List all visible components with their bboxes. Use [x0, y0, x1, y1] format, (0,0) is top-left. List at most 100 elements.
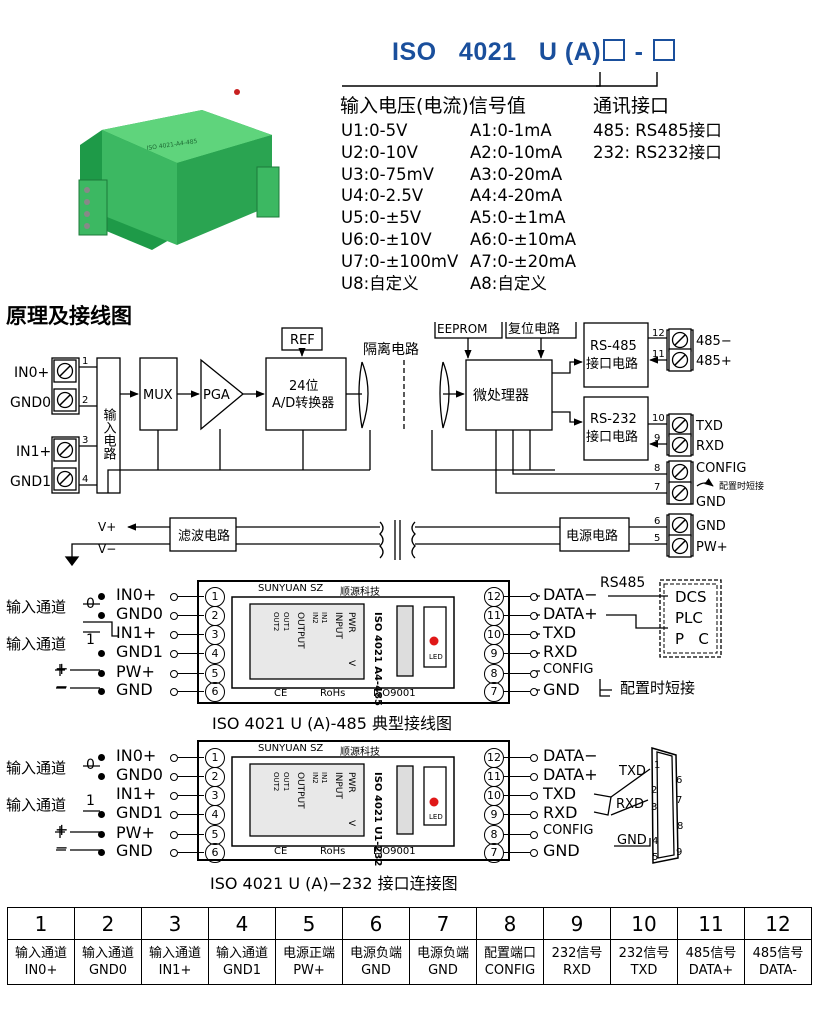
db9-pin-number: 9 — [676, 847, 683, 858]
pin-function: 输入通道 — [81, 946, 134, 961]
wire-dot — [98, 849, 105, 856]
bd-power: 电源电路 — [566, 528, 618, 544]
left-pin-number: 3 — [205, 625, 225, 645]
bd-isolation: 隔离电路 — [363, 341, 419, 358]
left-pin-label: GND — [116, 680, 153, 699]
wire-terminal-dot — [170, 593, 178, 601]
model-prefix: ISO — [392, 38, 437, 66]
module-model-232: ISO 4021 U1-232 — [372, 772, 383, 867]
wire-terminal-dot — [530, 792, 538, 800]
model-dash: - — [634, 38, 644, 66]
right-pin-number: 11 — [484, 606, 504, 626]
db9-pin-number: 8 — [677, 821, 684, 832]
wire-dot — [98, 811, 105, 818]
wire-line — [504, 615, 530, 617]
cert-rohs: RoHs — [320, 688, 346, 699]
wire-line — [178, 852, 204, 854]
module-brand: SUNYUAN SZ — [258, 743, 324, 754]
wire-terminal-dot — [170, 688, 178, 696]
bd-pga: PGA — [203, 388, 230, 403]
left-pin-label: IN0+ — [116, 585, 157, 604]
bd-rs485-2: 接口电路 — [586, 356, 638, 372]
bd-rs485-1: RS-485 — [590, 339, 637, 354]
wire-dot — [98, 612, 105, 619]
bd-rs232-1: RS-232 — [590, 412, 637, 427]
voltage-item: U8:自定义 — [341, 273, 419, 293]
left-pin-label: GND0 — [116, 765, 163, 784]
wire-line — [504, 795, 530, 797]
product-photo: ISO 4021-A4-485 — [78, 89, 280, 250]
wire-line — [178, 795, 204, 797]
module-pwr-label: PWR — [346, 772, 356, 793]
wire-terminal-dot — [170, 849, 178, 857]
left-pin-number: 1 — [205, 748, 225, 768]
wire-line — [504, 834, 530, 836]
current-item: A2:0-10mA — [470, 142, 563, 162]
module-output-label: OUTPUT — [295, 612, 305, 649]
wire-terminal-dot — [170, 811, 178, 819]
voltage-item: U7:0-±100mV — [341, 251, 459, 271]
left-pin-number: 6 — [205, 843, 225, 863]
right-pin-number: 11 — [484, 767, 504, 787]
module-out2-label: OUT2 — [272, 772, 280, 792]
pin-signal: DATA+ — [688, 963, 734, 978]
left-pin-number: 5 — [205, 664, 225, 684]
bd-pin-num: 12 — [652, 328, 665, 339]
pin-number-cell: 11 — [677, 907, 745, 940]
bd-input-label: IN0+ — [14, 365, 49, 381]
right-pin-label: CONFIG — [543, 662, 594, 677]
wire-terminal-dot — [170, 831, 178, 839]
pin-signal: TXD — [630, 963, 658, 978]
caption-232: ISO 4021 U (A)−232 接口连接图 — [210, 874, 458, 893]
input-group-label: 输入通道 — [6, 796, 67, 814]
right-pin-label: GND — [543, 680, 580, 699]
bd-right-label: CONFIG — [696, 461, 746, 476]
bd-pin-num: 1 — [82, 356, 88, 367]
voltage-item: U2:0-10V — [341, 142, 418, 162]
module-out1-label: OUT1 — [282, 772, 290, 792]
module-input-label: INPUT — [333, 612, 343, 639]
bd-ref: REF — [290, 333, 315, 348]
wire-line — [504, 596, 530, 598]
left-pin-label: IN1+ — [116, 623, 157, 642]
input-code-box — [603, 39, 626, 61]
cert-iso: ISO9001 — [373, 846, 416, 857]
input-signal-title: 输入电压(电流)信号值 — [340, 95, 526, 117]
right-pin-label: DATA− — [543, 746, 598, 765]
voltage-item: U3:0-75mV — [341, 164, 434, 184]
pin-signal: GND1 — [222, 963, 262, 978]
wire-line — [178, 673, 204, 675]
wire-line — [504, 852, 530, 854]
right-pin-label: DATA+ — [543, 604, 598, 623]
wire-terminal-dot — [170, 754, 178, 762]
model-suffix: U (A) — [538, 38, 602, 66]
current-item: A7:0-±20mA — [470, 251, 576, 271]
bd-filter: 滤波电路 — [178, 528, 230, 544]
bd-vplus: V+ — [98, 520, 116, 534]
pin-number-cell: 8 — [476, 907, 544, 940]
pin-number-cell: 1 — [7, 907, 75, 940]
right-pin-number: 12 — [484, 587, 504, 607]
right-pin-number: 7 — [484, 843, 504, 863]
pin-function: 电源负端 — [349, 946, 402, 961]
wire-terminal-dot — [170, 792, 178, 800]
left-pin-number: 6 — [205, 682, 225, 702]
input-group-num: 1 — [86, 632, 95, 648]
wire-dot — [98, 670, 105, 677]
comm-interface-title: 通讯接口 — [593, 95, 670, 117]
wire-dot — [98, 688, 105, 695]
module-pwr-label: PWR — [346, 612, 356, 633]
bd-mux: MUX — [143, 388, 173, 403]
wire-line — [504, 814, 530, 816]
host-dcs: DCS — [675, 588, 707, 606]
module-in1-label: IN1 — [320, 772, 328, 784]
module-brand-cn: 顺源科技 — [340, 747, 380, 758]
db9-gnd: GND — [617, 833, 647, 848]
pin-number-cell: 5 — [275, 907, 343, 940]
